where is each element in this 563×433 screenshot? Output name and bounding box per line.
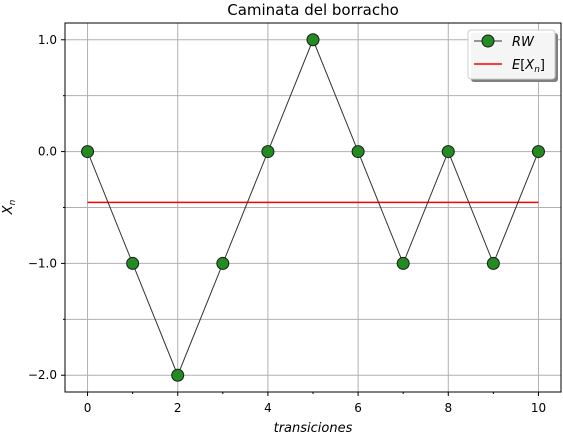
random-walk-point-2: [171, 368, 185, 382]
x-tick-label-0: 0: [84, 401, 92, 415]
random-walk-point-9: [486, 256, 500, 270]
legend-rw-marker: [481, 34, 495, 48]
random-walk-point-4: [261, 145, 275, 159]
y-tick-label-0: −2.0: [28, 368, 57, 382]
y-tick-label-1: −1.0: [28, 256, 57, 270]
y-axis-label: Xn: [1, 199, 18, 215]
legend-rw-label: RW: [512, 35, 535, 50]
x-axis-label: transiciones: [274, 421, 353, 433]
x-tick-label-1: 2: [174, 401, 182, 415]
random-walk-point-6: [351, 145, 365, 159]
legend-expected-label: E[Xn]: [512, 58, 545, 75]
random-walk-point-0: [81, 145, 95, 159]
random-walk-point-7: [396, 256, 410, 270]
plot-series: [81, 33, 545, 382]
axis-ticks: 0 2 4 6 8 10 −2.0 −1.0 0.0 1.0: [28, 33, 546, 415]
random-walk-point-5: [306, 33, 320, 47]
x-tick-label-4: 8: [444, 401, 452, 415]
x-tick-label-5: 10: [531, 401, 546, 415]
random-walk-point-1: [126, 256, 140, 270]
random-walk-point-3: [216, 256, 230, 270]
random-walk-point-8: [441, 145, 455, 159]
x-tick-label-2: 4: [264, 401, 272, 415]
x-tick-label-3: 6: [354, 401, 362, 415]
y-tick-label-2: 0.0: [38, 145, 57, 159]
legend: RW E[Xn]: [467, 29, 558, 82]
y-tick-label-3: 1.0: [38, 33, 57, 47]
random-walk-point-10: [531, 145, 545, 159]
chart-title: Caminata del borracho: [227, 1, 399, 19]
